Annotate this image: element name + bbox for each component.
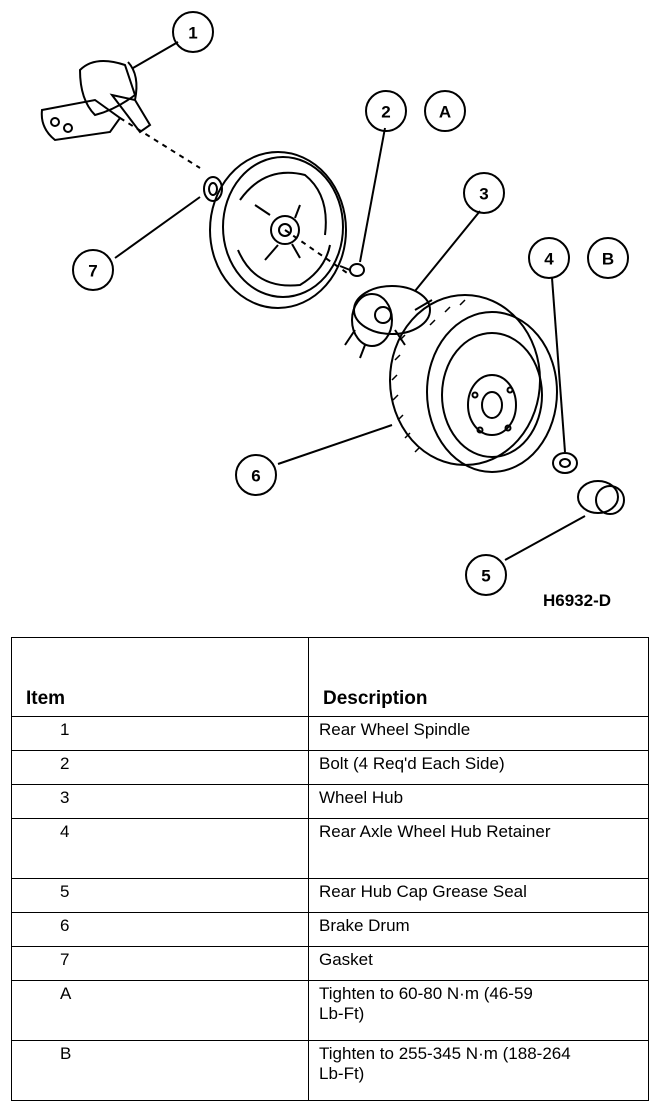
callout-label-1: 1	[188, 24, 197, 43]
table-row: B Tighten to 255-345 N·m (188-264 Lb-Ft)	[11, 1040, 649, 1101]
table-row: A Tighten to 60-80 N·m (46-59 Lb-Ft)	[11, 980, 649, 1041]
description-cell: Gasket	[308, 946, 649, 981]
table-header-row: Item Description	[11, 637, 649, 717]
table-row: 3 Wheel Hub	[11, 784, 649, 819]
item-cell: 6	[11, 912, 309, 947]
callout-circle-B	[587, 237, 629, 279]
figure-id: H6932-D	[543, 591, 612, 610]
grease-seal-cap-drawing	[577, 480, 625, 515]
header-description: Description	[308, 637, 649, 717]
callout-circle-4	[528, 237, 570, 279]
description-cell: Tighten to 60-80 N·m (46-59 Lb-Ft)	[308, 980, 649, 1041]
table-row: 1 Rear Wheel Spindle	[11, 716, 649, 751]
item-cell: 3	[11, 784, 309, 819]
description-cell: Rear Wheel Spindle	[308, 716, 649, 751]
bolt-drawing	[339, 263, 365, 277]
callout-label-3: 3	[479, 185, 488, 204]
item-cell: 7	[11, 946, 309, 981]
callout-circle-6	[235, 454, 277, 496]
callout-label-7: 7	[88, 262, 97, 281]
item-cell: B	[11, 1040, 309, 1101]
leader-line-7	[114, 196, 201, 259]
table-row: 5 Rear Hub Cap Grease Seal	[11, 878, 649, 913]
description-cell: Bolt (4 Req'd Each Side)	[308, 750, 649, 785]
exploded-hub-diagram: 1 2 A 3 4 B 5 6 7	[40, 11, 629, 596]
brake-backing-plate-drawing	[209, 151, 351, 309]
callout-label-5: 5	[481, 567, 490, 586]
leader-line-6	[277, 424, 393, 465]
item-cell: 4	[11, 818, 309, 879]
callout-circle-3	[463, 172, 505, 214]
item-cell: 5	[11, 878, 309, 913]
leader-line-2	[359, 127, 386, 263]
callout-label-B: B	[602, 250, 614, 269]
callout-circle-7	[72, 249, 114, 291]
callout-circle-2	[365, 90, 407, 132]
description-cell: Brake Drum	[308, 912, 649, 947]
brake-drum-drawing	[389, 294, 558, 473]
callout-circle-1	[172, 11, 214, 53]
description-cell: Rear Axle Wheel Hub Retainer	[308, 818, 649, 879]
leader-line-1	[132, 41, 179, 69]
leader-line-3	[414, 210, 481, 292]
description-cell: Wheel Hub	[308, 784, 649, 819]
callout-label-2: 2	[381, 103, 390, 122]
item-cell: A	[11, 980, 309, 1041]
item-cell: 2	[11, 750, 309, 785]
callout-label-4: 4	[544, 250, 554, 269]
wheel-hub-drawing	[344, 285, 433, 359]
leader-line-4	[551, 277, 566, 453]
table-row: 2 Bolt (4 Req'd Each Side)	[11, 750, 649, 785]
leader-line-5	[504, 515, 586, 561]
hub-retainer-nut-drawing	[552, 452, 578, 474]
table-row: 6 Brake Drum	[11, 912, 649, 947]
callout-circle-A	[424, 90, 466, 132]
table-row: 7 Gasket	[11, 946, 649, 981]
rear-wheel-spindle-drawing	[40, 60, 201, 169]
description-cell: Tighten to 255-345 N·m (188-264 Lb-Ft)	[308, 1040, 649, 1101]
parts-table: Item Description 1 Rear Wheel Spindle 2 …	[11, 637, 649, 1101]
callout-circle-5	[465, 554, 507, 596]
item-cell: 1	[11, 716, 309, 751]
callout-label-6: 6	[251, 467, 260, 486]
table-row: 4 Rear Axle Wheel Hub Retainer	[11, 818, 649, 879]
callout-label-A: A	[439, 103, 451, 122]
description-cell: Rear Hub Cap Grease Seal	[308, 878, 649, 913]
gasket-drawing	[203, 176, 223, 202]
header-item: Item	[11, 637, 309, 717]
